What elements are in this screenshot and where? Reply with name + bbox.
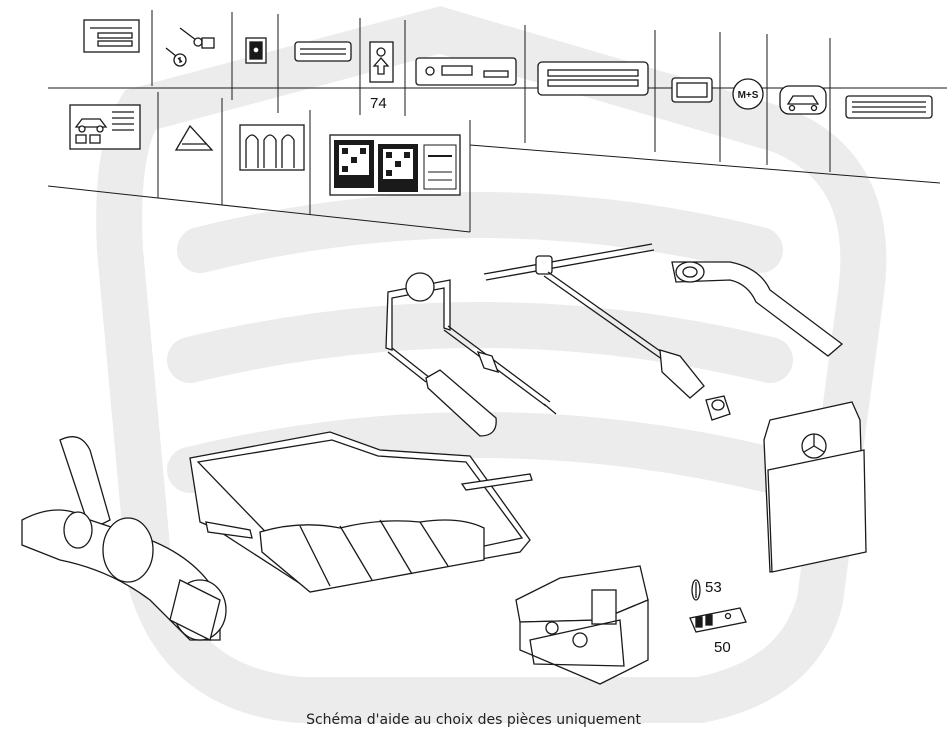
t-handle-wrench xyxy=(483,243,731,421)
tire-badge-text: M+S xyxy=(738,90,759,101)
diagram-caption: Schéma d'aide au choix des pièces unique… xyxy=(306,712,641,728)
tool-roll-bag xyxy=(189,431,533,593)
label-table xyxy=(47,10,947,233)
screwdriver-set xyxy=(385,272,557,437)
seat-chart-icon xyxy=(239,124,305,171)
wide-strip-icon xyxy=(845,95,933,119)
part-number-50: 50 xyxy=(714,639,731,656)
wheel-brace xyxy=(671,261,844,357)
large-plate-icon xyxy=(537,61,649,96)
first-aid-case xyxy=(515,565,649,685)
panel-plate-icon xyxy=(415,57,517,86)
rolled-bag-detail xyxy=(21,436,227,641)
rivet-screws-icon xyxy=(165,27,215,67)
fuse-part xyxy=(691,579,701,601)
small-plate-icon xyxy=(671,77,713,103)
part-number-53: 53 xyxy=(705,579,722,596)
tire-badge-icon xyxy=(732,78,764,110)
qr-code-labels-icon xyxy=(329,134,461,196)
car-badge-icon xyxy=(779,85,827,115)
tire-pressure-label-icon xyxy=(369,41,394,83)
fuel-cap-sticker-icon xyxy=(245,37,267,64)
document-pouch xyxy=(763,401,867,573)
part-number-74: 74 xyxy=(370,95,387,112)
strip-label-icon xyxy=(294,41,352,62)
fuse-puller-part xyxy=(689,607,747,633)
warning-triangle-sticker-icon xyxy=(174,124,214,151)
vehicle-info-card-icon xyxy=(69,104,141,150)
label-sticker-icon xyxy=(83,19,140,53)
